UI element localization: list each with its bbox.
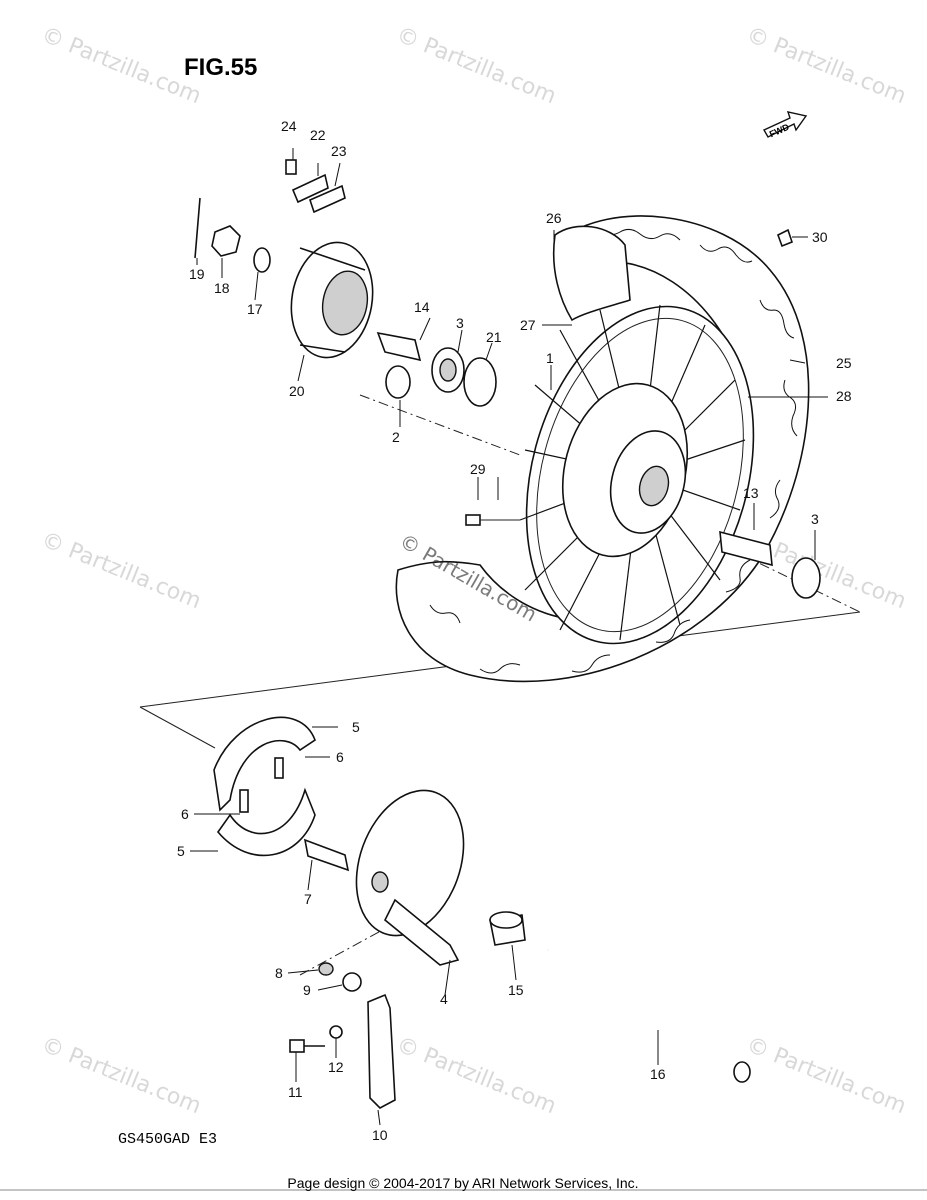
callout-28: 28 (836, 388, 852, 404)
watermark: © Partzilla.com (38, 527, 205, 614)
callout-9: 9 (303, 982, 311, 998)
callout-7: 7 (304, 891, 312, 907)
bearing-spacers (376, 331, 497, 407)
callout-3: 3 (456, 315, 464, 331)
callout-27: 27 (520, 317, 536, 333)
callout-6: 6 (181, 806, 189, 822)
rear-wheel-assembly (395, 215, 810, 683)
hub-bolts (465, 514, 520, 526)
axle-nut-set (194, 197, 271, 273)
inner-tube (552, 225, 631, 322)
callout-22: 22 (310, 127, 326, 143)
model-code: GS450GAD E3 (118, 1131, 217, 1148)
callout-29: 29 (470, 461, 486, 477)
footer-copyright: Page design © 2004-2017 by ARI Network S… (287, 1175, 638, 1191)
callout-25: 25 (836, 355, 852, 371)
watermark: © Partzilla.com (743, 1032, 910, 1119)
callout-16: 16 (650, 1066, 666, 1082)
watermark: © Partzilla.com (743, 22, 910, 109)
leader-lines (190, 148, 828, 1126)
callout-14: 14 (414, 299, 430, 315)
callout-4: 4 (440, 991, 448, 1007)
callout-10: 10 (372, 1127, 388, 1143)
callout-17: 17 (247, 301, 263, 317)
fwd-direction-arrow: FWD (763, 111, 808, 140)
callout-8: 8 (275, 965, 283, 981)
watermark: © Partzilla.com (393, 22, 560, 109)
callout-2: 2 (392, 429, 400, 445)
watermark: © Partzilla.com (38, 1032, 205, 1119)
callout-labels: 1 2 3 3 4 5 5 6 6 7 8 9 10 11 12 13 14 1… (177, 118, 852, 1143)
callout-20: 20 (289, 383, 305, 399)
brake-cam (303, 838, 350, 872)
callout-12: 12 (328, 1059, 344, 1075)
washers (318, 962, 362, 992)
sprocket-carrier (290, 241, 374, 359)
callout-19: 19 (189, 266, 205, 282)
fwd-label: FWD (768, 122, 791, 140)
valve-cap (777, 228, 793, 248)
rear-axle (547, 948, 751, 1083)
brake-shoes (213, 716, 316, 857)
callout-6: 6 (336, 749, 344, 765)
chain-adjuster-parts (285, 159, 346, 214)
figure-title: FIG.55 (184, 54, 257, 81)
callout-15: 15 (508, 982, 524, 998)
callout-1: 1 (546, 350, 554, 366)
callout-3: 3 (811, 511, 819, 527)
callout-21: 21 (486, 329, 502, 345)
callout-24: 24 (281, 118, 297, 134)
callout-5: 5 (352, 719, 360, 735)
callout-13: 13 (743, 485, 759, 501)
watermark: © Partzilla.com (38, 22, 205, 109)
callout-18: 18 (214, 280, 230, 296)
brake-panel (355, 789, 465, 966)
watermark: © Partzilla.com (393, 1032, 560, 1119)
brake-arm (289, 993, 396, 1109)
callout-23: 23 (331, 143, 347, 159)
brake-side-collar (489, 911, 526, 946)
callout-11: 11 (288, 1084, 303, 1100)
callout-30: 30 (812, 229, 828, 245)
right-bearing-spacer (719, 530, 821, 599)
callout-26: 26 (546, 210, 562, 226)
callout-5: 5 (177, 843, 185, 859)
